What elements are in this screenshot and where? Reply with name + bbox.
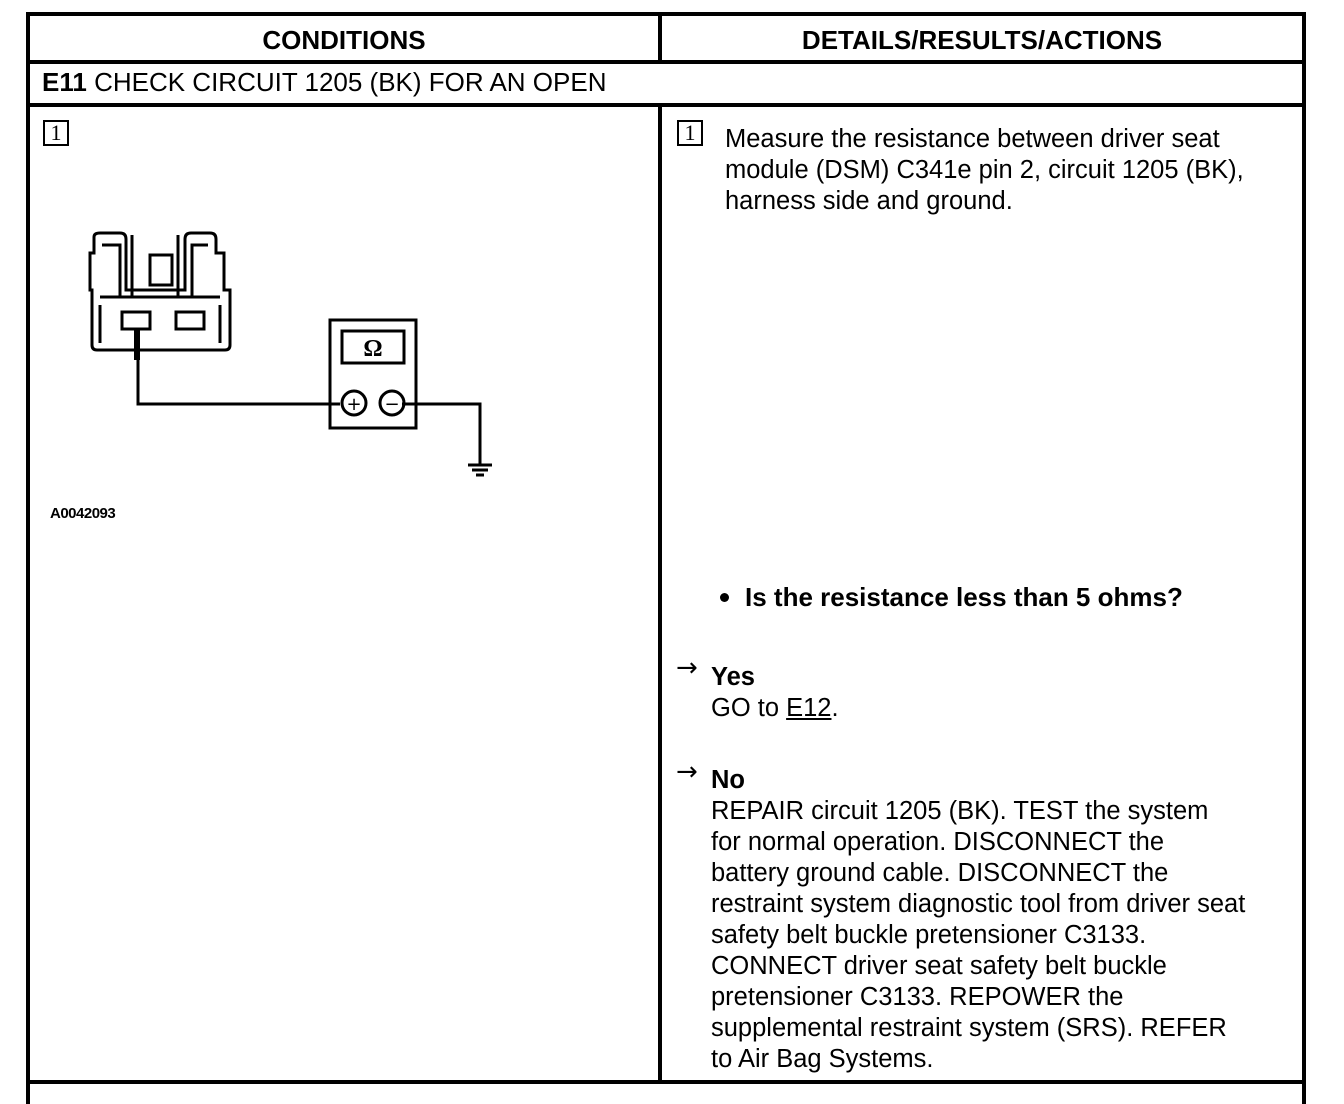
connector-ohmmeter-diagram: Ω + − (88, 231, 492, 477)
yes-action-text: GO to (711, 694, 787, 722)
instruction-number-box: 1 (677, 120, 703, 146)
no-action-line: CONNECT driver seat safety belt buckle (711, 952, 1167, 980)
yes-arrow-icon: → (676, 653, 698, 683)
instruction-line: harness side and ground. (725, 187, 1013, 215)
no-action-line: supplemental restraint system (SRS). REF… (711, 1014, 1227, 1042)
step-title-text: CHECK CIRCUIT 1205 (BK) FOR AN OPEN (94, 67, 607, 97)
details-header: DETAILS/RESULTS/ACTIONS (801, 25, 1163, 55)
step-id: E11 (42, 67, 87, 97)
minus-terminal-symbol: − (384, 394, 399, 415)
header-column-divider (658, 12, 662, 60)
question-text: Is the resistance less than 5 ohms? (745, 582, 1183, 612)
probe-pin (134, 330, 140, 360)
bullet-icon (720, 592, 729, 602)
step-title-divider (26, 103, 1306, 107)
instruction-line: Measure the resistance between driver se… (725, 125, 1220, 153)
yes-label: Yes (711, 663, 755, 691)
no-action-line: battery ground cable. DISCONNECT the (711, 859, 1169, 887)
instruction-text: Measure the resistance between driver se… (725, 124, 1300, 217)
no-action-line: REPAIR circuit 1205 (BK). TEST the syste… (711, 797, 1209, 825)
no-action-line: to Air Bag Systems. (711, 1045, 934, 1073)
body-column-divider (658, 103, 662, 1083)
no-action-line: for normal operation. DISCONNECT the (711, 828, 1165, 856)
yes-action-suffix: . (831, 694, 839, 722)
question-bullet: Is the resistance less than 5 ohms? (720, 582, 1183, 613)
goto-e12-link[interactable]: E12 (786, 694, 832, 722)
header-divider (26, 60, 1306, 64)
step-number-box: 1 (43, 120, 69, 146)
no-arrow-icon: → (676, 757, 698, 787)
instruction-line: module (DSM) C341e pin 2, circuit 1205 (… (725, 156, 1244, 184)
plus-terminal-symbol: + (346, 394, 361, 415)
no-action-line: pretensioner C3133. REPOWER the (711, 983, 1124, 1011)
ground-symbol-icon (468, 463, 492, 477)
no-result: No REPAIR circuit 1205 (BK). TEST the sy… (711, 765, 1301, 1075)
no-action-line: restraint system diagnostic tool from dr… (711, 890, 1246, 918)
no-label: No (711, 766, 745, 794)
conditions-header: CONDITIONS (262, 25, 426, 55)
test-lead-positive (136, 355, 340, 406)
table-bottom-rule (26, 1080, 1306, 1084)
step-title: E11 CHECK CIRCUIT 1205 (BK) FOR AN OPEN (42, 64, 606, 100)
figure-id: A0042093 (50, 505, 116, 522)
ohm-symbol: Ω (363, 336, 382, 362)
yes-result: Yes GO to E12. (711, 662, 1296, 724)
ohmmeter-icon (328, 318, 418, 430)
table-frame (26, 12, 1306, 1104)
test-lead-negative (402, 402, 482, 465)
connector-icon (88, 231, 232, 352)
no-action-line: safety belt buckle pretensioner C3133. (711, 921, 1147, 949)
yes-action: GO to E12. (711, 693, 1296, 724)
